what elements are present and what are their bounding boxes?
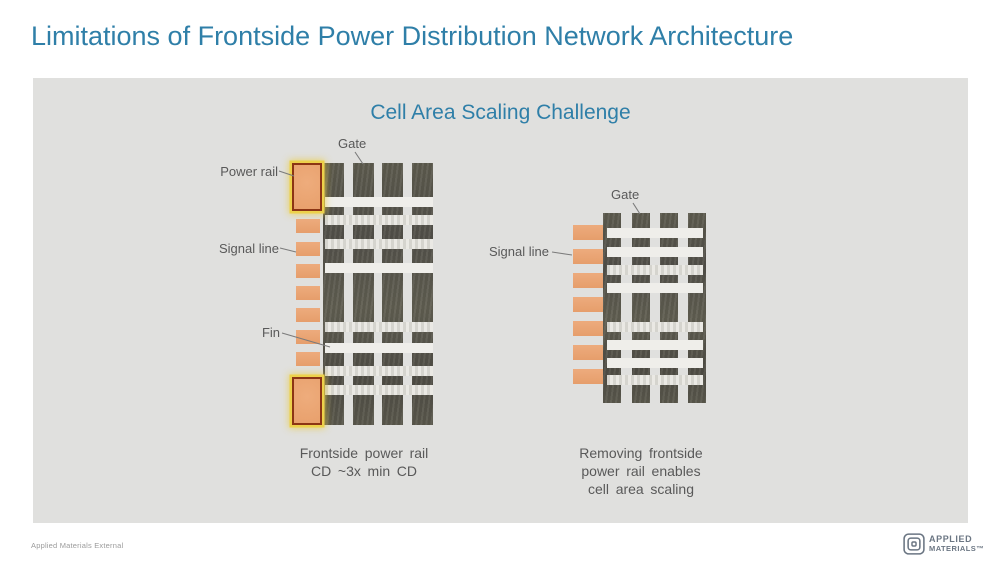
- applied-materials-logo: APPLIED MATERIALS™: [903, 533, 984, 555]
- classification-text: Applied Materials External: [31, 541, 124, 550]
- gate-bar: [412, 163, 433, 425]
- caption-line: CD ~3x min CD: [310, 463, 418, 480]
- signal-line-bar: [296, 308, 320, 322]
- gate-bar: [323, 163, 344, 425]
- fin-bar: [607, 322, 703, 332]
- gate-bar: [632, 213, 650, 403]
- fin-bar: [607, 247, 703, 257]
- gate-bar: [660, 213, 678, 403]
- power-rail-top: [292, 163, 322, 211]
- fin-bar: [607, 340, 703, 350]
- slide-title: Limitations of Frontside Power Distribut…: [31, 21, 794, 51]
- signal-line-bar: [296, 286, 320, 300]
- fin-bar: [607, 265, 703, 275]
- caption-line: Removing frontside: [579, 445, 703, 461]
- fin-bar: [325, 385, 433, 395]
- diagram-panel: Cell Area Scaling Challenge: [33, 78, 968, 523]
- fin-bar: [607, 358, 703, 368]
- caption-line: Frontside power rail: [299, 445, 429, 461]
- gate-label: Gate: [611, 187, 640, 202]
- fin-label: Fin: [261, 325, 280, 340]
- power-rail-label: Power rail: [220, 164, 278, 179]
- fin-bar: [325, 366, 433, 376]
- applied-materials-logo-text: APPLIED MATERIALS™: [929, 535, 984, 553]
- fin-bar: [325, 215, 433, 225]
- signal-line-bar: [573, 345, 603, 360]
- logo-word-materials: MATERIALS™: [929, 544, 985, 554]
- fin-bar: [607, 283, 703, 293]
- signal-line-label: Signal line: [219, 241, 279, 256]
- signal-line-bar: [573, 297, 603, 312]
- signal-line-bar: [296, 242, 320, 256]
- fin-bar: [325, 263, 433, 273]
- signal-line-leader-line: [551, 251, 573, 256]
- signal-line-label: Signal line: [489, 244, 549, 259]
- right-caption: Removing frontside power rail enables ce…: [556, 444, 726, 499]
- logo-word-applied: APPLIED: [929, 534, 973, 545]
- caption-line: cell area scaling: [588, 481, 694, 498]
- fin-bar: [325, 239, 433, 249]
- fin-bar: [325, 322, 433, 332]
- signal-line-bar: [296, 330, 320, 344]
- fin-bar: [607, 375, 703, 385]
- fin-bar: [325, 343, 433, 353]
- fin-bar: [325, 197, 433, 207]
- signal-line-bar: [573, 225, 603, 240]
- signal-line-bar: [573, 273, 603, 288]
- left-caption: Frontside power rail CD ~3x min CD: [279, 444, 449, 480]
- fin-bar: [607, 228, 703, 238]
- signal-line-bar: [296, 264, 320, 278]
- panel-subtitle: Cell Area Scaling Challenge: [370, 101, 631, 124]
- gate-bar: [353, 163, 374, 425]
- signal-line-leader-line: [279, 247, 297, 253]
- applied-materials-logo-icon: [903, 533, 925, 555]
- gate-bar: [688, 213, 706, 403]
- leader-lines: [278, 151, 641, 348]
- signal-line-bar: [296, 219, 320, 233]
- signal-line-bar: [296, 352, 320, 366]
- signal-line-bar: [573, 369, 603, 384]
- caption-line: power rail enables: [581, 463, 701, 480]
- gate-bar: [603, 213, 621, 403]
- gate-label: Gate: [338, 136, 367, 151]
- gate-bar: [382, 163, 403, 425]
- power-rail-bottom: [292, 377, 322, 425]
- signal-line-bar: [573, 249, 603, 264]
- signal-line-bar: [573, 321, 603, 336]
